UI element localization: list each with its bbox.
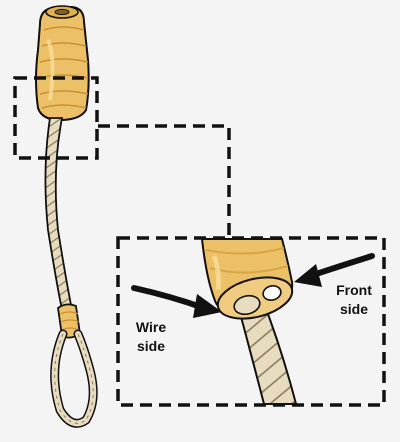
front-side-label: Front side (328, 281, 380, 319)
detail-view (200, 238, 298, 405)
eye-loop (50, 329, 98, 428)
arrow-pointing-left-icon (294, 253, 375, 287)
arrow-pointing-right-icon (131, 285, 222, 318)
wire-side-label-line1: Wire (135, 319, 167, 335)
front-side-hole (262, 285, 282, 301)
wire-side-label: Wire side (128, 318, 174, 356)
front-side-label-line1: Front (336, 282, 372, 298)
dashed-frames (13, 76, 386, 407)
wrapped-head (35, 5, 90, 122)
main-rope (44, 117, 74, 311)
wire-side-label-line2: side (136, 338, 165, 354)
connector-line (98, 124, 231, 236)
focus-frame (13, 76, 99, 160)
front-side-label-line2: side (339, 301, 368, 317)
